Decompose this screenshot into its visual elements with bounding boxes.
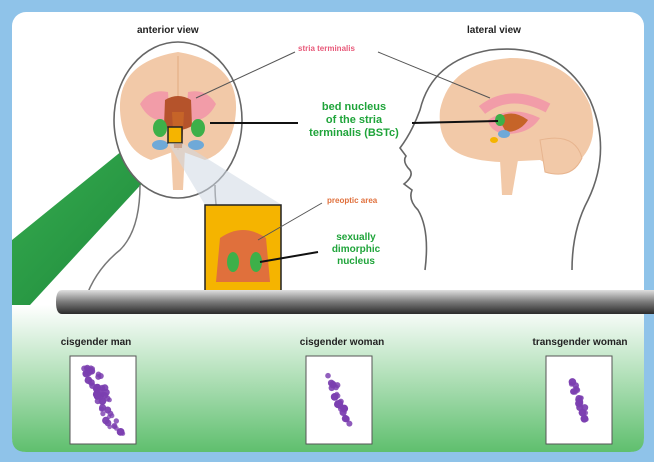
panel-label-cis-woman: cisgender woman bbox=[272, 337, 412, 348]
sdn-label-line3: nucleus bbox=[316, 256, 396, 268]
stained-neuron bbox=[572, 382, 579, 389]
bstc-label: bed nucleus of the stria terminalis (BST… bbox=[293, 101, 415, 140]
lateral-view-title: lateral view bbox=[467, 25, 521, 36]
stained-neuron bbox=[83, 371, 88, 376]
stria-terminalis-label: stria terminalis bbox=[298, 44, 355, 53]
stained-neuron bbox=[96, 372, 102, 378]
stained-neuron bbox=[85, 376, 93, 384]
stained-neuron bbox=[98, 389, 104, 395]
stained-neuron bbox=[579, 396, 584, 401]
stained-neuron bbox=[335, 393, 340, 398]
micrograph-panel bbox=[70, 356, 136, 444]
sdn-label-line1: sexually bbox=[316, 232, 396, 244]
stained-neuron bbox=[84, 366, 89, 371]
sdn-label: sexually dimorphic nucleus bbox=[316, 232, 396, 268]
panel-label-trans-woman: transgender woman bbox=[510, 337, 650, 348]
stained-neuron bbox=[114, 426, 119, 431]
bstc-label-line2: of the stria bbox=[293, 114, 415, 127]
stained-neuron bbox=[342, 415, 348, 421]
micrograph-panel bbox=[546, 356, 612, 444]
stained-neuron bbox=[99, 404, 106, 411]
stained-neuron bbox=[581, 415, 588, 422]
stained-neuron bbox=[103, 389, 110, 396]
preoptic-area-label: preoptic area bbox=[327, 196, 377, 205]
micrograph-panel bbox=[306, 356, 372, 444]
stained-neuron bbox=[332, 383, 337, 388]
preoptic-inset bbox=[205, 205, 281, 297]
panel-label-cis-man: cisgender man bbox=[26, 337, 166, 348]
bstc-label-line1: bed nucleus bbox=[293, 101, 415, 114]
stained-neuron bbox=[114, 418, 119, 423]
sdn-label-line2: dimorphic bbox=[316, 244, 396, 256]
bstc-label-line3: terminalis (BSTc) bbox=[293, 127, 415, 140]
stained-neuron bbox=[99, 398, 107, 406]
stained-neuron bbox=[107, 415, 111, 419]
stained-neuron bbox=[336, 400, 344, 408]
shelf bbox=[56, 290, 654, 314]
zoom-marker bbox=[168, 127, 182, 143]
stained-neuron bbox=[90, 366, 95, 371]
anterior-view-title: anterior view bbox=[137, 25, 199, 36]
stained-neuron bbox=[94, 385, 98, 389]
stained-neuron bbox=[325, 373, 331, 379]
stained-neuron bbox=[570, 388, 577, 395]
